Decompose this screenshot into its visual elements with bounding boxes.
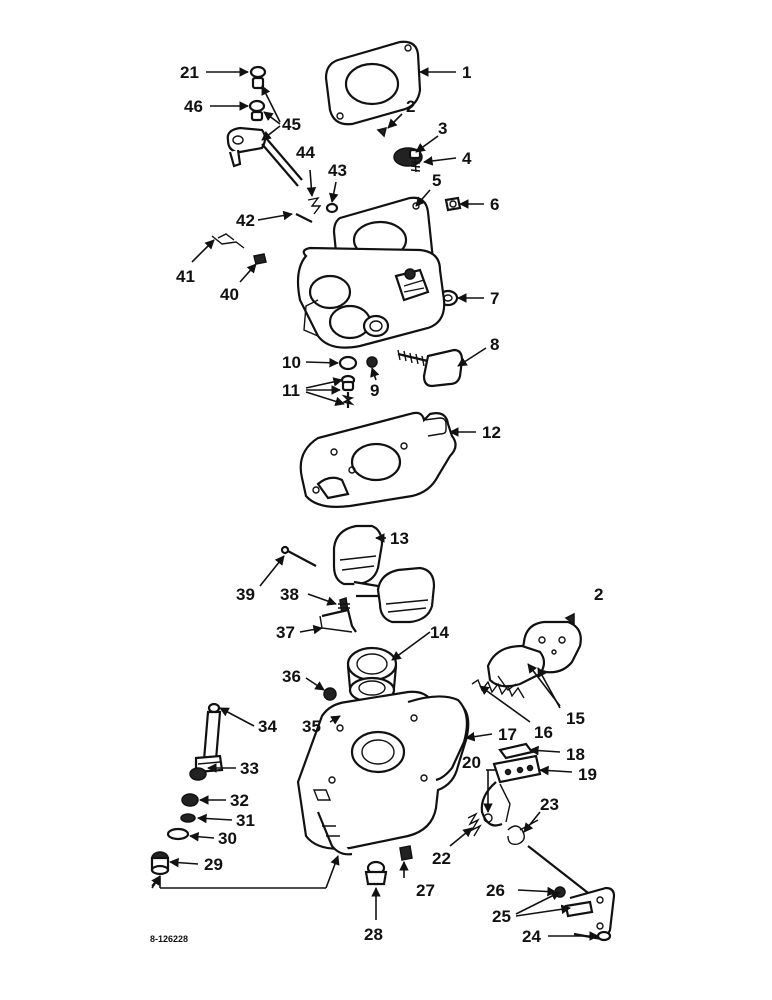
callout-40: 40	[220, 285, 239, 304]
callout-8: 8	[490, 335, 499, 354]
drain-plug-part	[364, 860, 388, 886]
screws-11-part	[340, 374, 356, 408]
callout-2-lower: 2	[594, 585, 603, 604]
callout-14: 14	[430, 623, 449, 642]
fuel-bowl-part	[296, 690, 470, 856]
callout-20: 20	[462, 753, 481, 772]
callout-43: 43	[328, 161, 347, 180]
callout-37: 37	[276, 623, 295, 642]
gasket-31-part	[180, 813, 196, 823]
washer-10-part	[338, 355, 358, 371]
callout-41: 41	[176, 267, 195, 286]
callout-21: 21	[180, 63, 199, 82]
callout-7: 7	[490, 289, 499, 308]
spring-23-part	[507, 819, 539, 846]
venturi-part	[346, 646, 398, 704]
callout-12: 12	[482, 423, 501, 442]
drawing-code: 8-126228	[150, 934, 188, 944]
callout-42: 42	[236, 211, 255, 230]
callout-19: 19	[578, 765, 597, 784]
callout-6: 6	[490, 195, 499, 214]
float-pin-part	[280, 545, 317, 567]
clip-41-part	[211, 233, 245, 249]
callout-45: 45	[282, 115, 301, 134]
main-jet-assembly-part	[189, 702, 224, 781]
part-9	[366, 356, 378, 368]
callout-9: 9	[370, 381, 379, 400]
callout-30: 30	[218, 829, 237, 848]
callout-13: 13	[390, 529, 409, 548]
callout-29: 29	[204, 855, 223, 874]
body-gasket-part	[299, 411, 457, 508]
throttle-lever-assembly-part	[226, 65, 303, 187]
callout-15: 15	[566, 709, 585, 728]
idle-needle-part	[397, 348, 464, 388]
washer-30-part	[166, 827, 190, 841]
callout-10: 10	[282, 353, 301, 372]
callout-22: 22	[432, 849, 451, 868]
spring-22-part	[467, 812, 482, 837]
small-screw-part	[376, 126, 388, 138]
callout-33: 33	[240, 759, 259, 778]
plug-36-part	[323, 687, 337, 701]
callout-32: 32	[230, 791, 249, 810]
float-part	[332, 524, 436, 624]
callout-23: 23	[540, 795, 559, 814]
callout-28: 28	[364, 925, 383, 944]
callout-25: 25	[492, 907, 511, 926]
leader-lines	[151, 67, 599, 941]
callout-16: 16	[534, 723, 553, 742]
plug-29-part	[150, 851, 170, 876]
clip-37-part	[319, 608, 357, 633]
lever-19-20-part	[480, 754, 542, 827]
callout-38: 38	[280, 585, 299, 604]
callout-46: 46	[184, 97, 203, 116]
callout-39: 39	[236, 585, 255, 604]
pin-42-part	[295, 213, 313, 223]
callout-4: 4	[462, 149, 472, 168]
callout-labels: 1 2 3 4 5 6 7 8 9 10 11 12 13 14 15 16 1…	[176, 63, 603, 946]
plug-6-part	[444, 196, 462, 212]
callout-1: 1	[462, 63, 471, 82]
choke-plate-part	[486, 620, 582, 691]
callout-26: 26	[486, 881, 505, 900]
callout-18: 18	[566, 745, 585, 764]
callout-27: 27	[416, 881, 435, 900]
spring-44-part	[307, 196, 322, 215]
callout-36: 36	[282, 667, 301, 686]
throttle-shaft-part	[527, 845, 616, 942]
plug-27-part	[399, 845, 413, 861]
callout-2: 2	[406, 97, 415, 116]
screw-40-part	[253, 253, 267, 265]
callout-44: 44	[296, 143, 315, 162]
callout-31: 31	[236, 811, 255, 830]
bracket-18-part	[498, 742, 534, 760]
callout-34: 34	[258, 717, 277, 736]
washer-43-part	[325, 202, 339, 214]
callout-24: 24	[522, 927, 541, 946]
callout-3: 3	[438, 119, 447, 138]
callout-17: 17	[498, 725, 517, 744]
small-screw-2b-part	[564, 612, 575, 626]
flange-gasket-part	[324, 40, 422, 126]
throttle-body-part	[296, 196, 446, 349]
callout-35: 35	[302, 717, 321, 736]
nut-32-part	[181, 793, 199, 807]
callout-11: 11	[282, 381, 300, 400]
callout-5: 5	[432, 171, 441, 190]
